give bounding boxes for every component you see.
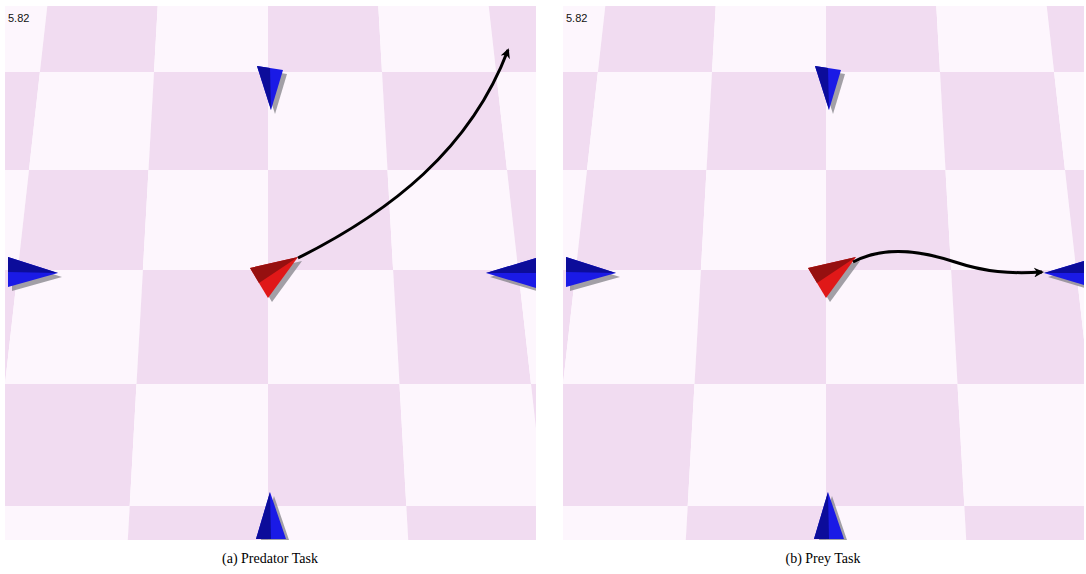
floor-tile [121, 506, 268, 540]
floor-tile [1039, 6, 1084, 72]
fps-counter: 5.82 [8, 12, 29, 24]
floor-tile [375, 6, 497, 72]
floor-tile [826, 506, 973, 540]
floor-tile [951, 270, 1084, 384]
checkerboard-floor [563, 6, 1084, 540]
floor-tile [5, 384, 136, 506]
floor-tile [268, 6, 382, 72]
predator-cone [8, 257, 58, 287]
prey-cone-shade [250, 257, 298, 283]
predator-cone-shade [257, 66, 271, 110]
floor-tile [481, 6, 536, 72]
predator-cone [814, 492, 844, 539]
floor-tile [5, 506, 130, 540]
floor-tile [268, 384, 406, 506]
predator-cone-shade [8, 257, 58, 273]
floor-tile [701, 170, 826, 270]
predator-cone-shade [815, 66, 829, 110]
caption-box: (b) Prey Task [673, 549, 973, 567]
floor-tile [130, 384, 268, 506]
floor-tile [154, 6, 268, 72]
floor-tile [826, 384, 964, 506]
floor-tile [1065, 170, 1084, 270]
floor-tile [587, 72, 712, 170]
floor-tile [18, 170, 149, 270]
floor-tile [268, 72, 388, 170]
floor-tile [393, 270, 531, 384]
predator-cone [566, 257, 616, 287]
floor-tile [29, 72, 154, 170]
predator-cone-shade [566, 257, 616, 273]
floor-tile [382, 72, 507, 170]
predator-cone [256, 492, 286, 539]
floor-tile [268, 506, 415, 540]
floor-tile [826, 6, 940, 72]
predator-cone [257, 66, 283, 110]
floor-tile [826, 72, 946, 170]
floor-tile [149, 72, 269, 170]
predator-cone-shade [1044, 258, 1084, 273]
predator-cone [486, 258, 536, 288]
floor-tile [507, 170, 536, 270]
agents [566, 66, 1084, 540]
floor-tile [531, 384, 536, 506]
predator-cone-shade [486, 258, 536, 273]
floor-tile [406, 506, 536, 540]
floor-tile [143, 170, 268, 270]
floor-tile [679, 506, 826, 540]
prey-cone [250, 257, 298, 298]
floor-tile [958, 384, 1085, 506]
floor-tile [826, 270, 958, 384]
floor-tile [137, 270, 269, 384]
predator-cone [815, 66, 841, 110]
subfigure-caption: (a) Predator Task [222, 551, 318, 566]
predator-cone [1044, 258, 1084, 288]
floor-tile [940, 72, 1065, 170]
floor-tile [946, 170, 1077, 270]
floor-tile [933, 6, 1055, 72]
floor-tile [576, 170, 707, 270]
floor-tile [563, 384, 695, 506]
floor-tile [707, 72, 827, 170]
floor-tile [40, 6, 161, 72]
trajectory-arrow [853, 252, 1042, 273]
caption-box: (a) Predator Task [120, 549, 420, 567]
prey-cone-shade [808, 257, 856, 283]
floor-tile [268, 170, 393, 270]
floor-tile [1054, 72, 1084, 170]
floor-tile [688, 384, 826, 506]
floor-tile [598, 6, 720, 72]
prey-cone [808, 257, 856, 298]
predator-cone-shade [256, 492, 271, 539]
floor-tile [563, 506, 688, 540]
predator-cone-shade [814, 492, 829, 539]
checkerboard-floor [5, 6, 536, 540]
fps-counter-box: 5.82 [566, 8, 587, 26]
floor-tile [712, 6, 826, 72]
floor-tile [400, 384, 537, 506]
fps-counter-box: 5.82 [8, 8, 29, 26]
subfigure-caption: (b) Prey Task [786, 551, 861, 566]
floor-tile [268, 270, 400, 384]
floor-tile [496, 72, 536, 170]
floor-tile [695, 270, 827, 384]
trajectory-arrow [298, 50, 508, 258]
floor-tile [388, 170, 519, 270]
floor-tile [964, 506, 1084, 540]
fps-counter: 5.82 [566, 12, 587, 24]
